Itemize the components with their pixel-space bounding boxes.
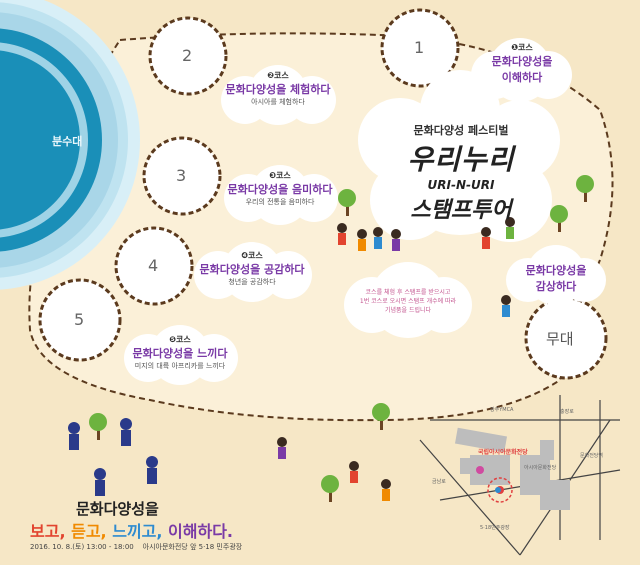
course-3-number: ❸코스 [269, 171, 291, 180]
map-label-ymca: 광주YMCA [490, 407, 514, 413]
map-label-station: 문화전당역 [580, 453, 604, 459]
course-2: ❷코스 문화다양성을 체험하다 아시아를 체험하다 [216, 70, 340, 107]
circle-number-5: 5 [74, 310, 85, 329]
course-3-title: 문화다양성을 음미하다 [227, 183, 333, 196]
course-1: ❶코스 문화다양성을 이해하다 [472, 42, 572, 85]
event-venue: 아시아문화전당 앞 5·18 민주광장 [142, 543, 243, 551]
course5-cloud [124, 325, 238, 385]
course-4-subtitle: 청년을 공감하다 [228, 278, 276, 286]
stage-label: 무대 [546, 330, 574, 348]
stamp-note-line3: 기념품을 드립니다 [384, 307, 432, 314]
course-1-number: ❶코스 [511, 43, 533, 52]
slogan-part-see: 보고, [30, 522, 66, 541]
route-circle-3 [142, 136, 222, 216]
festival-english-title: URI-N-URI [427, 178, 495, 192]
note-cloud [344, 262, 472, 338]
circle-number-3: 3 [176, 166, 187, 185]
course-2-title: 문화다양성을 체험하다 [225, 83, 331, 96]
course-4: ❹코스 문화다양성을 공감하다 청년을 공감하다 [190, 250, 314, 287]
course-5: ❺코스 문화다양성을 느끼다 미지의 대륙 아프리카를 느끼다 [118, 334, 242, 371]
course-1-title-line1: 문화다양성을 [491, 55, 553, 68]
map-venue-label: 국립아시아문화전당 [478, 449, 528, 456]
slogan-part-hear: 듣고, [71, 522, 107, 541]
course-5-subtitle: 미지의 대륙 아프리카를 느끼다 [134, 362, 226, 370]
festival-pretitle: 문화다양성 페스티벌 [413, 124, 509, 137]
festival-stamp-tour: 스탬프투어 [410, 198, 512, 223]
slogan-part-feel: 느끼고, [112, 522, 163, 541]
map-label-geumnamro: 금남로 [432, 479, 446, 485]
map-label-plaza: 5·18민주광장 [480, 525, 510, 531]
appreciate-cloud [506, 245, 606, 305]
route-circle-4 [114, 226, 194, 306]
slogan-row: 보고, 듣고, 느끼고, 이해하다. [30, 518, 233, 542]
course-4-number: ❹코스 [241, 251, 263, 260]
route-circle-1 [380, 8, 460, 88]
route-circle-5 [38, 278, 122, 362]
event-date-line: 2016. 10. 8.(토) 13:00 - 18:00 아시아문화전당 앞 … [30, 542, 242, 552]
course1-cloud [471, 38, 572, 102]
course-5-number: ❺코스 [169, 335, 191, 344]
course-4-title: 문화다양성을 공감하다 [199, 263, 305, 276]
event-date: 2016. 10. 8.(토) 13:00 - 18:00 [30, 543, 134, 551]
circle-number-4: 4 [148, 256, 159, 275]
course3-cloud [224, 165, 338, 225]
slogan-top: 문화다양성을 [76, 500, 159, 518]
appreciate-label: 문화다양성을 감상하다 [514, 262, 598, 294]
stamp-note-line2: 1번 코스로 오시면 스탬프 개수에 따라 [359, 298, 457, 305]
people-icons [68, 217, 515, 501]
course2-cloud [221, 65, 336, 125]
course-3: ❸코스 문화다양성을 음미하다 우리의 전통을 음미하다 [218, 170, 342, 207]
course-5-title: 문화다양성을 느끼다 [132, 347, 228, 360]
map-label-center: 아시아문화전당 [524, 465, 557, 471]
map-label-chungjangro: 충장로 [560, 409, 574, 415]
circle-number-1: 1 [414, 38, 425, 57]
circle-number-2: 2 [182, 46, 193, 65]
stamp-note: 코스를 체험 후 스탬프를 받으시고 1번 코스로 오시면 스탬프 개수에 따라… [352, 288, 464, 315]
course-1-title-line2: 이해하다 [501, 71, 543, 84]
course4-cloud [194, 242, 312, 302]
fountain [0, 0, 140, 290]
slogan-part-understand: 이해하다. [168, 522, 234, 541]
appreciate-line2: 감상하다 [535, 280, 577, 293]
location-map [419, 395, 621, 556]
stamp-note-line1: 코스를 체험 후 스탬프를 받으시고 [365, 289, 451, 296]
venue-marker [487, 477, 513, 503]
festival-logo: 문화다양성 페스티벌 우리누리 URI-N-URI 스탬프투어 [386, 122, 536, 224]
course-2-number: ❷코스 [267, 71, 289, 80]
appreciate-line1: 문화다양성을 [525, 264, 587, 277]
course-3-subtitle: 우리의 전통을 음미하다 [245, 198, 315, 206]
tree-icons [89, 175, 594, 502]
fountain-label: 분수대 [52, 135, 83, 148]
route-circle-2 [148, 16, 228, 96]
course-2-subtitle: 아시아를 체험하다 [251, 98, 305, 106]
festival-title: 우리누리 [407, 143, 515, 176]
